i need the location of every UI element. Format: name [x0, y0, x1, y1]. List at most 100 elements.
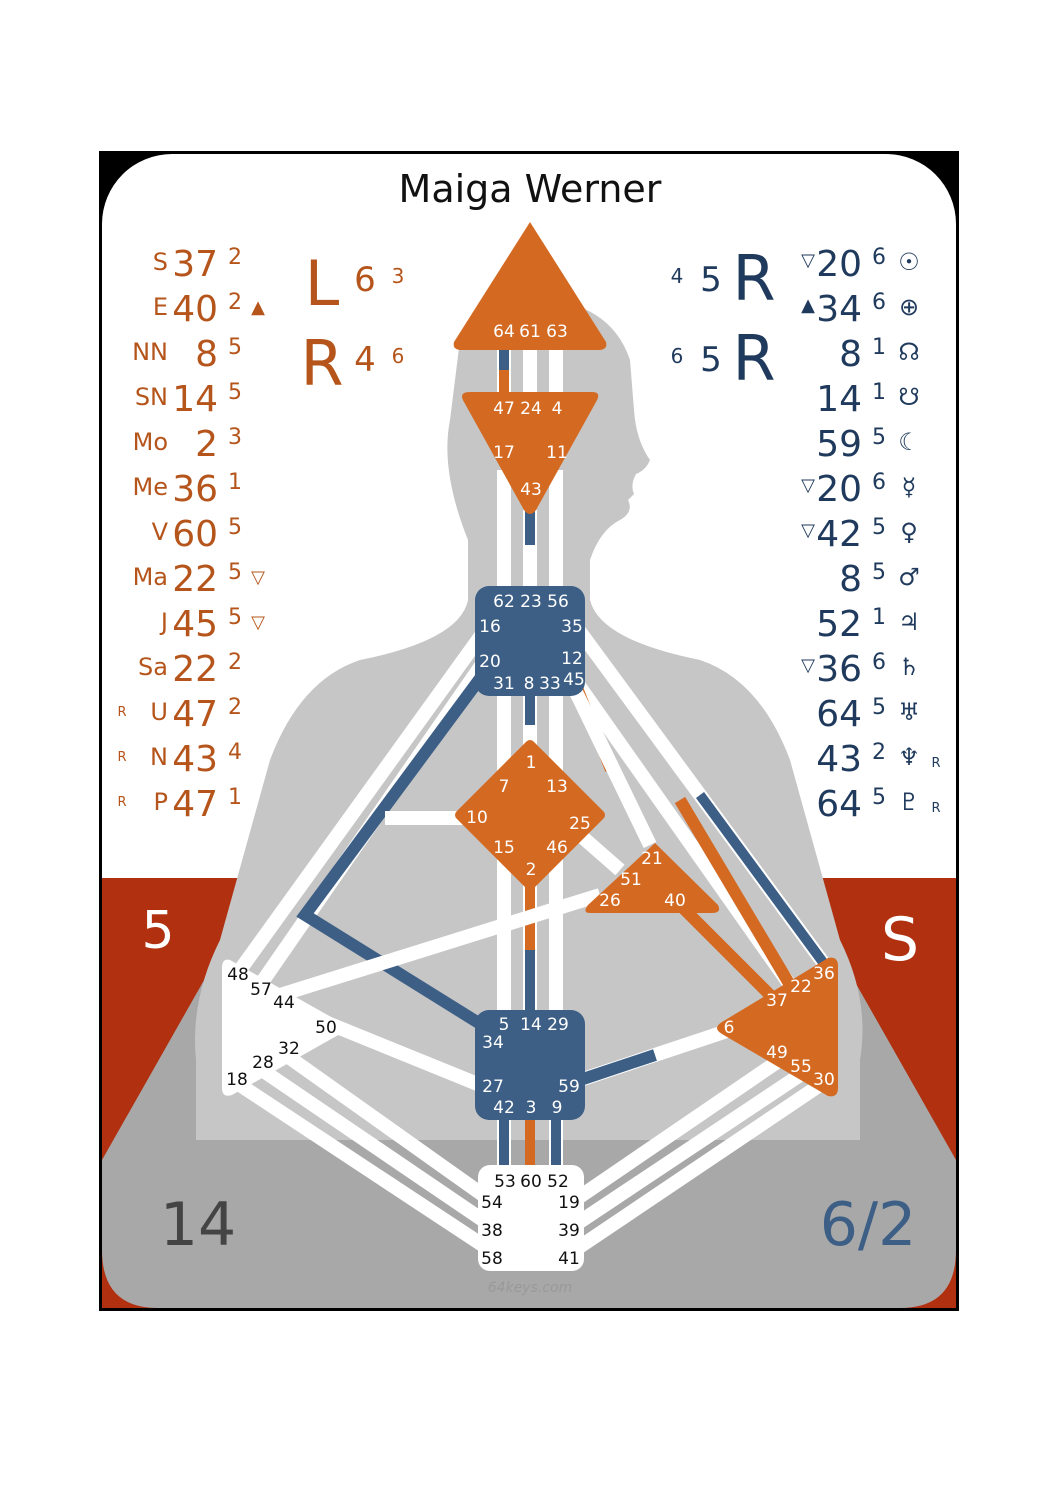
planet-label: SN: [135, 383, 168, 411]
gate-number: 40: [172, 289, 218, 330]
gate-40: 40: [664, 891, 686, 911]
gate-number: 14: [816, 379, 862, 420]
retrograde-mark: R: [931, 801, 940, 816]
line-number: 2: [872, 740, 886, 765]
gate-number: 37: [172, 244, 218, 285]
gate-number: 59: [816, 424, 862, 465]
gate-47: 47: [493, 399, 515, 419]
centers: [222, 222, 838, 1271]
planet-symbol: ♃: [898, 608, 920, 636]
exaltation-mark: ▽: [801, 250, 815, 271]
corner-top-right: S: [881, 905, 919, 975]
gate-number: 64: [816, 694, 862, 735]
line-number: 5: [872, 695, 886, 720]
gate-number: 20: [816, 469, 862, 510]
gate-35: 35: [561, 617, 583, 637]
watermark: 64keys.com: [488, 1280, 572, 1296]
arrow-number: 5: [700, 260, 722, 300]
gate-54: 54: [481, 1193, 503, 1213]
gate-21: 21: [641, 849, 663, 869]
gate-11: 11: [546, 443, 568, 463]
gate-30: 30: [813, 1070, 835, 1090]
arrow-sub: 6: [671, 344, 684, 368]
gate-number: 8: [839, 559, 862, 600]
gate-56: 56: [547, 592, 569, 612]
gate-2: 2: [526, 860, 537, 880]
gate-19: 19: [558, 1193, 580, 1213]
exaltation-mark: ▽: [801, 475, 815, 496]
gate-49: 49: [766, 1043, 788, 1063]
gate-59: 59: [558, 1077, 580, 1097]
gate-63: 63: [546, 322, 568, 342]
planet-label: V: [152, 518, 169, 546]
gate-29: 29: [547, 1015, 569, 1035]
gate-25: 25: [569, 814, 591, 834]
gate-number: 36: [816, 649, 862, 690]
planet-label: P: [154, 788, 168, 816]
gate-18: 18: [226, 1070, 248, 1090]
gate-41: 41: [558, 1249, 580, 1269]
planet-symbol: ♅: [898, 698, 920, 726]
gate-38: 38: [481, 1221, 503, 1241]
gate-43: 43: [520, 480, 542, 500]
planet-symbol: ☋: [898, 383, 919, 411]
planet-symbol: ☿: [902, 473, 917, 501]
gate-36: 36: [813, 964, 835, 984]
gate-39: 39: [558, 1221, 580, 1241]
line-number: 2: [228, 290, 242, 315]
gate-26: 26: [599, 891, 621, 911]
planet-symbol: ⊕: [899, 293, 919, 321]
line-number: 1: [872, 605, 886, 630]
gate-14: 14: [520, 1015, 542, 1035]
gate-number: 8: [839, 334, 862, 375]
gate-61: 61: [519, 322, 541, 342]
gate-52: 52: [547, 1172, 569, 1192]
gate-number: 22: [172, 559, 218, 600]
corner-bottom-right: 6/2: [820, 1190, 917, 1260]
exaltation-mark: ▽: [251, 567, 265, 588]
line-number: 2: [228, 695, 242, 720]
gate-23: 23: [520, 592, 542, 612]
gate-16: 16: [479, 617, 501, 637]
arrow-letter: L: [305, 247, 340, 320]
planet-symbol: ♂: [898, 563, 920, 591]
gate-37: 37: [766, 991, 788, 1011]
gate-number: 8: [195, 334, 218, 375]
gate-53: 53: [494, 1172, 516, 1192]
line-number: 5: [872, 425, 886, 450]
g-center: [455, 740, 605, 890]
line-number: 5: [872, 560, 886, 585]
retrograde-mark: R: [117, 705, 126, 720]
line-number: 1: [872, 335, 886, 360]
planet-label: J: [159, 608, 168, 636]
retrograde-mark: R: [117, 750, 126, 765]
line-number: 5: [228, 335, 242, 360]
arrow-sub: 3: [392, 264, 405, 288]
corner-bottom-left: 14: [160, 1190, 236, 1260]
gate-number: 43: [172, 739, 218, 780]
planet-label: E: [153, 293, 168, 321]
exaltation-mark: ▽: [251, 612, 265, 633]
gate-5: 5: [499, 1015, 510, 1035]
gate-number: 34: [816, 289, 862, 330]
gate-7: 7: [499, 777, 510, 797]
arrow-sub: 4: [671, 264, 684, 288]
gate-44: 44: [273, 993, 295, 1013]
head-center: [453, 222, 607, 350]
planet-label: Mo: [133, 428, 168, 456]
gate-34: 34: [482, 1033, 504, 1053]
gate-6: 6: [724, 1018, 735, 1038]
gate-number: 60: [172, 514, 218, 555]
planet-symbol: ☉: [898, 248, 920, 276]
gate-55: 55: [790, 1057, 812, 1077]
gate-number: 47: [172, 694, 218, 735]
line-number: 1: [228, 470, 242, 495]
sacral-center: [475, 1010, 585, 1120]
planet-label: S: [153, 248, 168, 276]
gate-42: 42: [493, 1098, 515, 1118]
